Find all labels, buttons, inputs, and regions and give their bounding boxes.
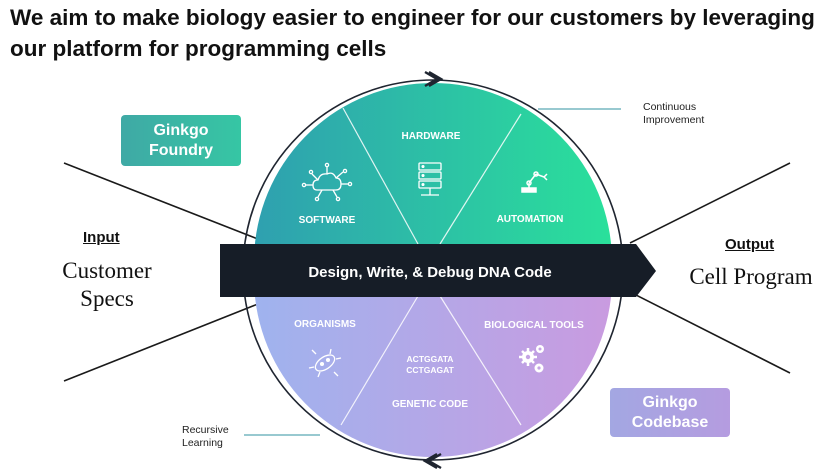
- genetic-sequence-line-1: ACTGGATA: [407, 354, 454, 364]
- foundry-line-2: Foundry: [149, 141, 213, 159]
- improvement-line: Improvement: [643, 114, 705, 126]
- segment-label-genetic-code: GENETIC CODE: [392, 399, 468, 410]
- customer-specs-line-1: Customer: [62, 258, 152, 283]
- genetic-sequence-line-2: CCTGAGAT: [406, 365, 454, 375]
- segment-label-organisms: ORGANISMS: [294, 319, 356, 330]
- recursive-line: Recursive: [182, 424, 229, 436]
- server-rack-icon: [418, 162, 442, 196]
- continuous-improvement-note: Continuous Improvement: [643, 101, 704, 127]
- input-line-upper: [63, 162, 269, 244]
- output-line-upper: [629, 162, 791, 244]
- codebase-line-2: Codebase: [631, 413, 709, 431]
- dna-code-banner: [220, 244, 656, 297]
- continuous-line: Continuous: [643, 101, 697, 113]
- customer-specs-text: Customer Specs: [48, 257, 166, 313]
- cell-program-text: Cell Program: [689, 264, 813, 289]
- input-line-lower: [63, 299, 269, 382]
- learning-line: Learning: [182, 437, 223, 449]
- cloud-network-icon: [301, 162, 353, 202]
- title-line-2: our platform for programming cells: [10, 36, 387, 61]
- segment-label-hardware: HARDWARE: [402, 131, 461, 142]
- banner-text: Design, Write, & Debug DNA Code: [308, 264, 551, 281]
- loop-arrow-bottom-icon: [422, 452, 442, 470]
- segment-label-automation: AUTOMATION: [497, 214, 564, 225]
- segment-label-biological-tools: BIOLOGICAL TOOLS: [484, 320, 584, 331]
- recursive-learning-note: Recursive Learning: [182, 424, 229, 450]
- foundry-line-1: Ginkgo: [153, 121, 209, 139]
- bacterium-icon: [308, 348, 342, 378]
- customer-specs-line-2: Specs: [80, 286, 134, 311]
- output-line-lower: [629, 291, 791, 374]
- ginkgo-foundry-box: Ginkgo Foundry: [121, 115, 241, 166]
- gears-icon: [519, 345, 544, 373]
- funnel-lines: [63, 162, 791, 382]
- divider-hardware-automation: [439, 113, 522, 245]
- top-half-disk: [254, 82, 612, 250]
- codebase-line-1: Ginkgo: [642, 393, 698, 411]
- ginkgo-codebase-box: Ginkgo Codebase: [610, 388, 730, 437]
- segment-dividers: [340, 107, 522, 426]
- divider-organisms-genetic: [340, 295, 419, 426]
- output-label: Output: [725, 236, 775, 253]
- divider-genetic-biotools: [439, 295, 522, 426]
- loop-arrow-top-icon: [424, 70, 444, 88]
- robot-arm-icon: [521, 171, 548, 193]
- input-label: Input: [83, 229, 120, 246]
- segment-label-software: SOFTWARE: [299, 215, 356, 226]
- bottom-half-disk: [254, 290, 612, 458]
- divider-software-hardware: [342, 107, 419, 245]
- title-line-1: We aim to make biology easier to enginee…: [10, 5, 815, 30]
- page-title: We aim to make biology easier to enginee…: [10, 2, 815, 64]
